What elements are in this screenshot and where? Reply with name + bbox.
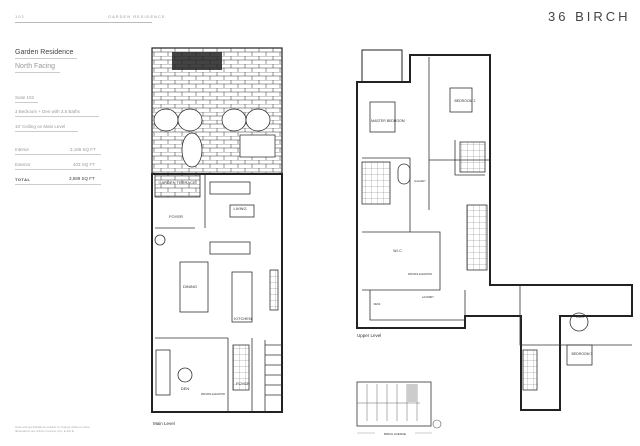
room-label-desk: DESK	[374, 303, 381, 306]
room-label-garden-terrace: GARDEN TERRACE	[158, 180, 196, 185]
page-number: 102	[15, 14, 25, 19]
room-label-den-upper: DEN	[576, 315, 584, 319]
disclaimer: Area and specifications subject to chang…	[15, 425, 91, 433]
area-value-exterior: 403 SQ FT	[73, 162, 96, 167]
key-plan: BIRCH AVENUE	[356, 381, 442, 436]
section-title: GARDEN RESIDENCE	[108, 14, 166, 19]
facing: North Facing	[15, 63, 56, 70]
key-plan-street: BIRCH AVENUE	[384, 432, 406, 436]
main-level-plan: GARDEN TERRACE FOYER LIVING DINING KITCH…	[151, 47, 283, 426]
brand-logo: 36 BIRCH	[548, 9, 631, 24]
room-label-foyer-2: FOYER	[236, 381, 250, 386]
room-label-private-elevator-upper: PRIVATE ELEVATOR	[408, 273, 432, 276]
room-label-gallery: GALLERY	[414, 180, 426, 183]
room-label-living: LIVING	[233, 206, 246, 211]
room-label-bedroom-3: BEDROOM 3	[571, 352, 592, 356]
room-label-wic: W.I.C.	[393, 249, 403, 253]
room-label-laundry: LAUNDRY	[422, 296, 434, 299]
room-label-dining: DINING	[183, 284, 197, 289]
room-label-den: DEN	[181, 386, 190, 391]
upper-level-plan: MASTER BEDROOM BEDROOM 2 W.I.C. GALLERY …	[356, 49, 633, 411]
suite-layout: 3 Bedroom + Den with 3.5 Baths	[15, 109, 80, 114]
area-value-interior: 3,186 SQ FT	[70, 147, 96, 152]
ceiling-height: 10' Ceiling on Main Level	[15, 124, 66, 129]
area-label-interior: Interior	[15, 147, 30, 152]
header-rule	[15, 22, 152, 23]
area-value-total: 3,589 SQ FT	[69, 176, 95, 181]
suite-number: Suite 102	[15, 95, 35, 100]
residence-title: Garden Residence	[15, 49, 74, 56]
room-label-foyer: FOYER	[169, 214, 183, 219]
room-label-private-elevator: PRIVATE ELEVATOR	[201, 393, 225, 396]
main-level-caption: Main Level	[153, 421, 175, 426]
room-label-kitchen: KITCHEN	[234, 316, 252, 321]
room-label-master-bedroom: MASTER BEDROOM	[371, 119, 405, 123]
north-arrow-icon	[432, 419, 442, 429]
room-label-bedroom-2: BEDROOM 2	[454, 99, 475, 103]
area-label-total: TOTAL	[15, 177, 31, 182]
upper-level-caption: Upper Level	[357, 333, 381, 338]
area-label-exterior: Exterior	[15, 162, 31, 167]
